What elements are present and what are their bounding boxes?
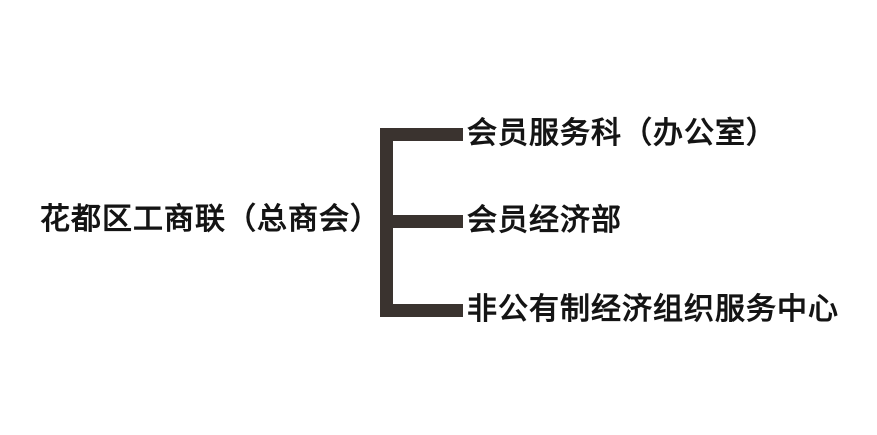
branch-connector-line: [380, 304, 463, 317]
root-node-label: 花都区工商联（总商会）: [40, 203, 381, 236]
child-node-label: 非公有制经济组织服务中心: [467, 293, 839, 326]
child-node-label: 会员经济部: [467, 204, 622, 237]
branch-connector-line: [380, 215, 463, 228]
branch-connector-line: [380, 128, 463, 141]
child-node-label: 会员服务科（办公室）: [467, 117, 777, 150]
